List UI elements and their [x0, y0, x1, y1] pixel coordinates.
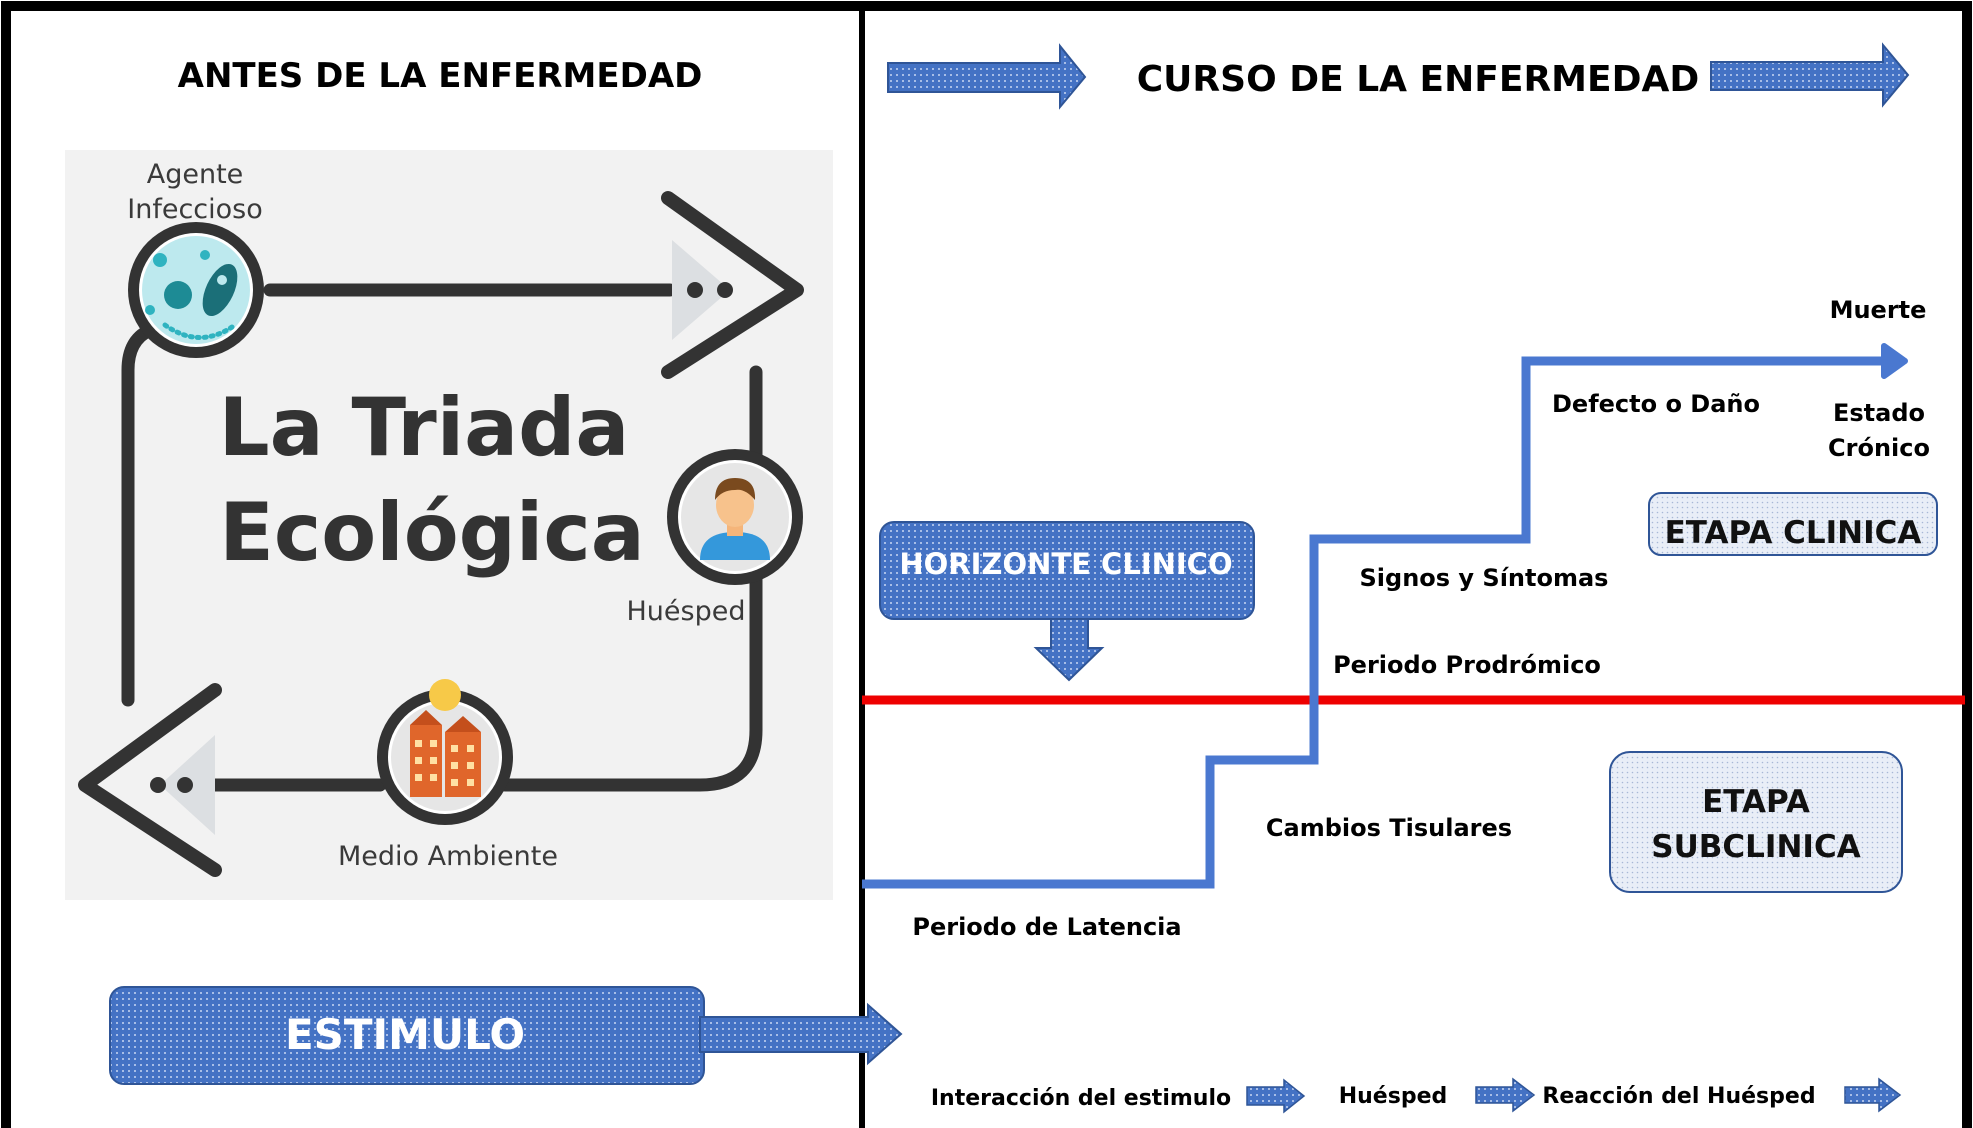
flow-interaction: Interacción del estimulo: [931, 1086, 1231, 1111]
subclinical-stage-label-1: ETAPA: [1702, 784, 1810, 820]
agent-label-2: Infeccioso: [127, 194, 263, 225]
subclinical-stage-box: [1609, 751, 1903, 893]
host-node: [667, 449, 803, 585]
stimulus-arrow: ESTIMULO: [109, 986, 903, 1085]
heading-arrow-right: [1710, 42, 1910, 108]
heading-arrow-left: [887, 43, 1087, 110]
upper-chevron: [661, 191, 804, 379]
flow-arrow-3: [1844, 1077, 1902, 1113]
right-heading: CURSO DE LA ENFERMEDAD: [1137, 59, 1699, 100]
clinical-stage-label: ETAPA CLINICA: [1665, 515, 1922, 551]
building-icon: [410, 725, 442, 797]
agent-node: [128, 222, 264, 358]
label-prodromal: Periodo Prodrómico: [1333, 651, 1601, 679]
flow-reaction: Reacción del Huésped: [1542, 1084, 1815, 1109]
label-tissue: Cambios Tisulares: [1266, 814, 1512, 842]
label-signs: Signos y Síntomas: [1360, 564, 1609, 592]
triad-graphic: Agente Infeccioso Huésped: [65, 150, 833, 900]
environment-label: Medio Ambiente: [338, 841, 558, 872]
microbe-icon: [164, 281, 192, 309]
flow-host: Huésped: [1339, 1084, 1448, 1109]
flow-arrow-1: [1246, 1078, 1306, 1114]
progression-line: [862, 356, 1890, 889]
triad-title-2: Ecológica: [219, 486, 645, 579]
lower-chevron: [78, 683, 222, 877]
label-chronic-1: Estado: [1833, 399, 1925, 427]
stimulus-label: ESTIMULO: [285, 1010, 525, 1059]
host-label: Huésped: [627, 596, 746, 627]
label-latency: Periodo de Latencia: [912, 913, 1181, 941]
horizon-callout: HORIZONTE CLINICO: [879, 521, 1255, 682]
triad-title-1: La Triada: [219, 381, 630, 474]
left-heading: ANTES DE LA ENFERMEDAD: [178, 56, 703, 96]
person-icon: [700, 532, 770, 560]
label-death: Muerte: [1830, 296, 1927, 324]
horizon-label: HORIZONTE CLINICO: [899, 547, 1232, 581]
environment-node: [377, 679, 513, 825]
clinical-stage-box: [1648, 492, 1938, 556]
flow-arrow-2: [1475, 1077, 1536, 1113]
label-chronic-2: Crónico: [1828, 434, 1930, 462]
progression-arrowhead: [1881, 343, 1908, 379]
sun-icon: [429, 679, 461, 711]
agent-label: Agente: [147, 159, 244, 190]
subclinical-stage-label-2: SUBCLINICA: [1651, 829, 1860, 865]
label-damage: Defecto o Daño: [1552, 390, 1760, 418]
